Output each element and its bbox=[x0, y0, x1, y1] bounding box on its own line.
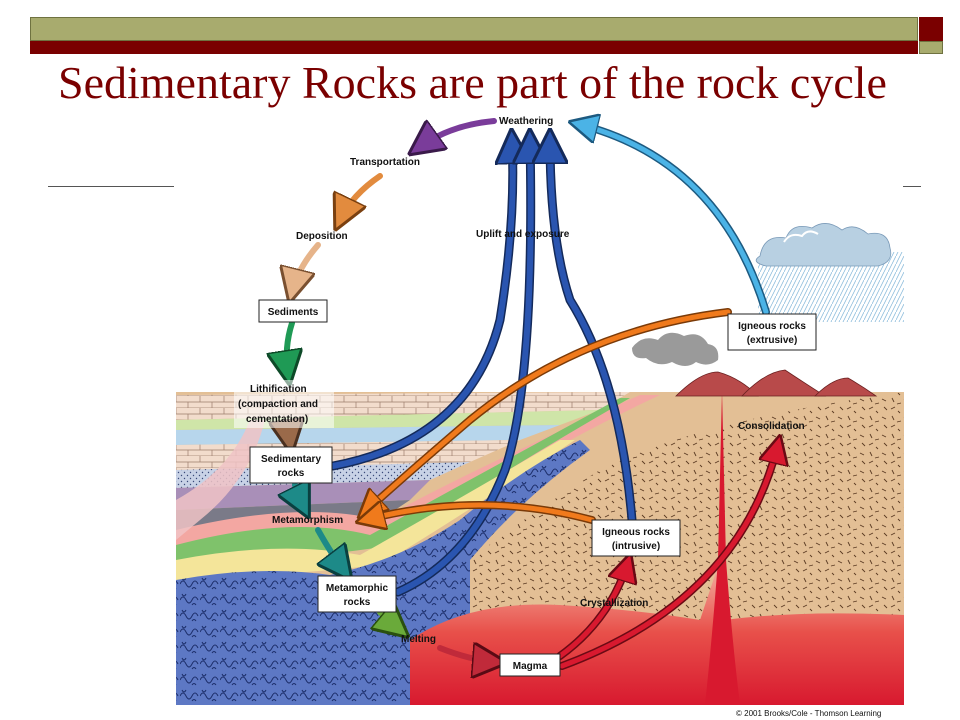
box-igneous-intrusive: Igneous rocks (intrusive) bbox=[591, 519, 681, 557]
label-consolidation: Consolidation bbox=[738, 421, 805, 432]
header-bar-maroon bbox=[30, 41, 918, 54]
box-extrusive-text-2: (extrusive) bbox=[747, 335, 798, 346]
process-labels: Weathering Transportation Deposition Upl… bbox=[234, 116, 805, 645]
label-weathering: Weathering bbox=[499, 116, 553, 127]
box-intrusive-text-1: Igneous rocks bbox=[602, 527, 670, 538]
clouds-rain bbox=[755, 223, 904, 322]
label-uplift: Uplift and exposure bbox=[476, 229, 570, 240]
box-magma: Magma bbox=[499, 653, 561, 677]
boxed-labels: Sediments Sedimentary rocks Metamorphic … bbox=[249, 299, 817, 677]
box-metamorphic-text-2: rocks bbox=[344, 597, 371, 608]
box-sedimentary-text-1: Sedimentary bbox=[261, 454, 321, 465]
box-igneous-extrusive: Igneous rocks (extrusive) bbox=[727, 313, 817, 351]
title-rule-left bbox=[48, 186, 174, 187]
box-intrusive-text-2: (intrusive) bbox=[612, 541, 660, 552]
title-rule-right bbox=[903, 186, 921, 187]
label-lithification-1: Lithification bbox=[250, 384, 307, 395]
box-metamorphic-text-1: Metamorphic bbox=[326, 583, 389, 594]
label-lithification-3: cementation) bbox=[246, 414, 308, 425]
cycle-arrows bbox=[287, 121, 778, 666]
header-square-maroon bbox=[919, 17, 943, 41]
box-magma-text: Magma bbox=[513, 661, 548, 672]
label-metamorphism: Metamorphism bbox=[272, 515, 343, 526]
box-sediments: Sediments bbox=[258, 299, 328, 323]
header-bar-olive bbox=[30, 17, 918, 41]
slide-title: Sedimentary Rocks are part of the rock c… bbox=[58, 57, 887, 108]
label-deposition: Deposition bbox=[296, 231, 348, 242]
box-sedimentary-rocks: Sedimentary rocks bbox=[249, 446, 333, 484]
label-lithification-2: (compaction and bbox=[238, 399, 318, 410]
label-crystallization: Crystallization bbox=[580, 598, 648, 609]
box-sedimentary-text-2: rocks bbox=[278, 468, 305, 479]
box-extrusive-text-1: Igneous rocks bbox=[738, 321, 806, 332]
volcanoes bbox=[632, 332, 878, 397]
label-transportation: Transportation bbox=[350, 157, 420, 168]
copyright-credit: © 2001 Brooks/Cole - Thomson Learning bbox=[736, 709, 881, 718]
lithification-backdrop bbox=[234, 380, 334, 428]
label-melting: Melting bbox=[401, 634, 436, 645]
header-square-olive bbox=[919, 41, 943, 54]
box-metamorphic-rocks: Metamorphic rocks bbox=[317, 575, 397, 613]
box-sediments-text: Sediments bbox=[268, 307, 319, 318]
